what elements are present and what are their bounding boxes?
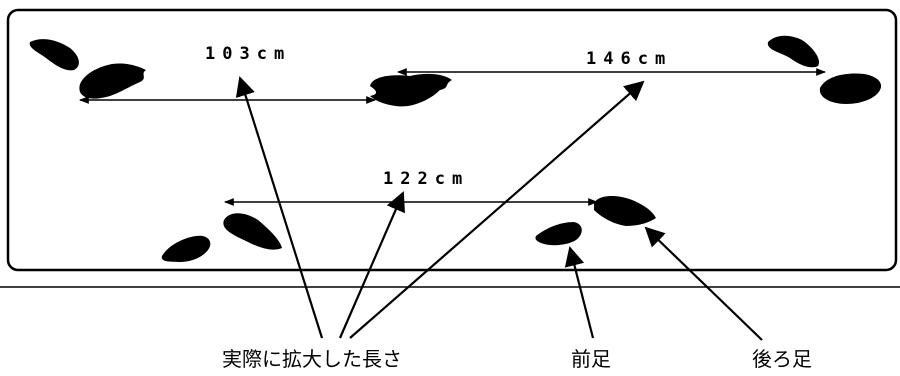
front-footprint-lower-left — [161, 235, 211, 262]
hind-footprint-upper-left — [79, 63, 146, 99]
hind-footprint-upper-right — [819, 73, 882, 104]
pointer-arrow-to-146cm — [349, 80, 645, 339]
measurement-label-122cm: 122cm — [383, 169, 469, 189]
hind-footprint-lower-right — [594, 196, 656, 226]
front-footprint-upper-left — [29, 39, 79, 71]
measurement-label-103cm: 103cm — [205, 44, 291, 64]
caption-front-foot: 前足 — [571, 347, 611, 371]
pointer-arrow-to-122cm — [338, 191, 405, 339]
hind-footprint-lower-left — [223, 213, 282, 250]
trackway-panel — [6, 8, 898, 272]
caption-hind-foot: 後ろ足 — [752, 347, 812, 371]
front-footprint-upper-right — [767, 35, 820, 68]
pointer-arrow-to-103cm — [235, 76, 324, 339]
front-footprint-lower-right — [535, 222, 582, 246]
hind-footprint-upper-middle — [370, 73, 452, 107]
caption-enlarged-length: 実際に拡大した長さ — [222, 347, 402, 371]
measurement-label-146cm: 146cm — [586, 49, 672, 69]
pointer-arrow-to-front-foot — [564, 246, 595, 339]
pointer-arrow-to-hind-foot — [644, 226, 763, 341]
